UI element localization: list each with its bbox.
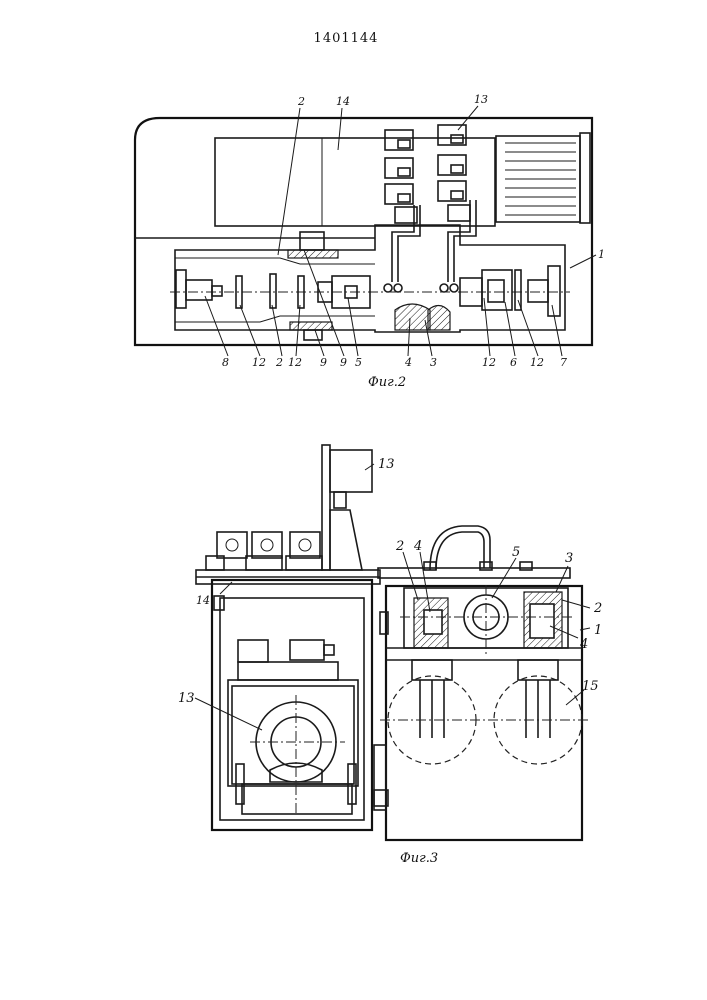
fig3-label-1: 1 <box>594 623 602 638</box>
fig3-label-15: 15 <box>582 679 599 694</box>
figure-2: 2 14 13 1 8 12 2 12 9 9 5 4 3 12 6 12 7 … <box>135 93 605 390</box>
fig3-label-5: 5 <box>512 545 520 560</box>
fig2-caption: Фиг.2 <box>368 375 406 390</box>
fig2-terminal-block <box>496 133 590 223</box>
fig3-motor-13 <box>228 680 358 786</box>
fig3-label-2b: 2 <box>593 601 602 616</box>
fig3-label-4b: 4 <box>579 637 588 652</box>
fig2-label-12a: 12 <box>252 356 266 369</box>
fig2-label-12b: 12 <box>288 356 302 369</box>
fig2-label-3: 3 <box>430 356 437 369</box>
fig2-label-6: 6 <box>510 356 517 369</box>
fig2-label-13: 13 <box>474 93 488 106</box>
fig2-switch-units-13 <box>385 125 470 223</box>
fig2-label-9b: 9 <box>340 356 347 369</box>
fig3-label-13-top: 13 <box>378 457 395 472</box>
fig2-label-9a: 9 <box>320 356 327 369</box>
fig2-label-14: 14 <box>336 95 350 108</box>
fig2-label-12c: 12 <box>482 356 496 369</box>
fig3-label-3: 3 <box>565 551 573 566</box>
fig3-label-4a: 4 <box>413 539 422 554</box>
fig2-block-14 <box>215 138 495 226</box>
fig2-label-1: 1 <box>598 248 605 261</box>
fig3-device-13-top <box>330 450 372 492</box>
patent-number: 1401144 <box>314 31 379 46</box>
fig3-caption: Фиг.3 <box>400 851 438 866</box>
fig2-label-4: 4 <box>404 356 412 369</box>
fig3-label-2a: 2 <box>395 539 404 554</box>
fig2-label-8: 8 <box>222 356 229 369</box>
fig2-label-2: 2 <box>297 95 305 108</box>
fig2-block-4 <box>395 304 430 330</box>
fig3-label-13-motor: 13 <box>178 691 195 706</box>
fig3-label-14: 14 <box>196 594 210 607</box>
figure-3: 13 14 13 2 4 5 3 2 1 4 15 Фиг.3 <box>178 445 602 866</box>
fig2-label-2b: 2 <box>275 356 283 369</box>
fig2-label-5: 5 <box>355 356 362 369</box>
fig2-label-12d: 12 <box>530 356 544 369</box>
fig2-label-7: 7 <box>560 356 567 369</box>
